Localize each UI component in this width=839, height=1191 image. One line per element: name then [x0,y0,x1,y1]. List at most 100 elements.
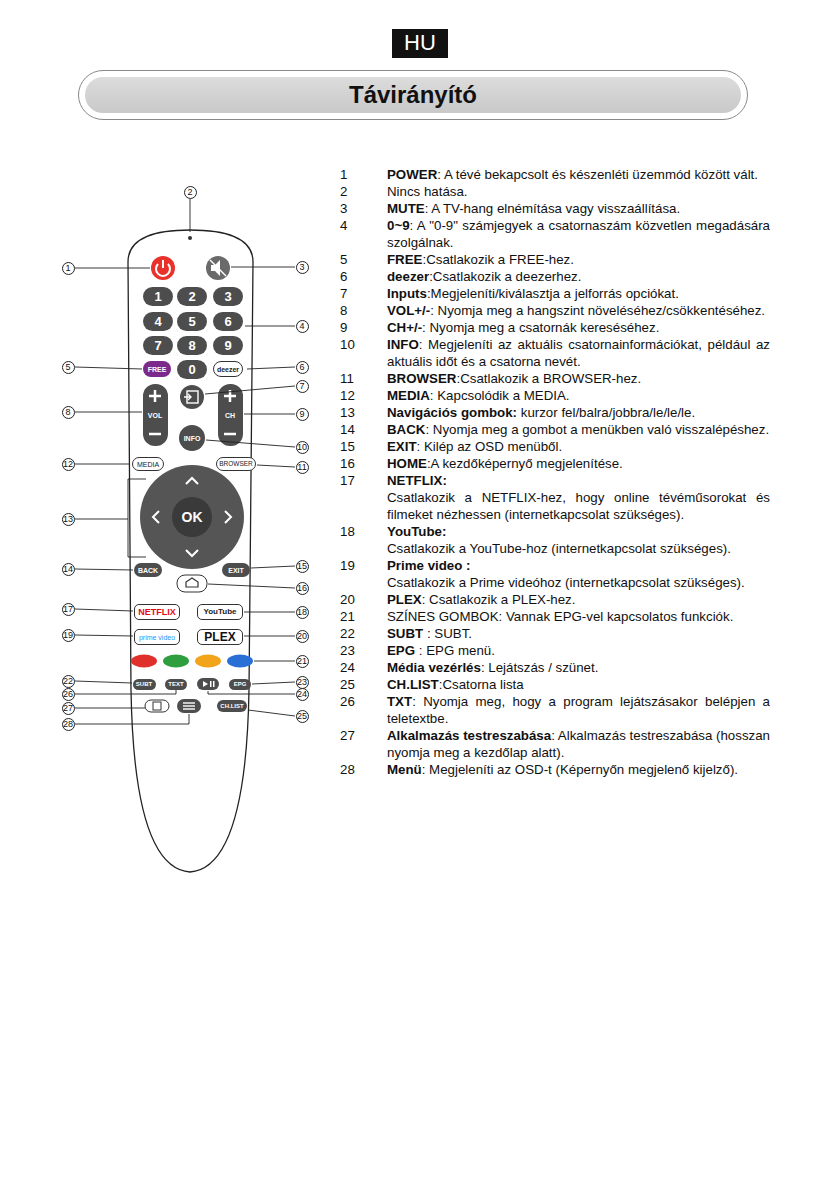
item-text: Alkalmazás testreszabása: Alkalmazás tes… [387,727,770,761]
description: : Megjeleníti az aktuális csatornainform… [387,337,770,369]
description-row: 21SZÍNES GOMBOK: Vannak EPG-vel kapcsola… [340,608,770,625]
description: Csatlakozik a Prime videóhoz (internetka… [387,574,770,591]
callout-number: 1 [62,262,75,275]
item-text: FREE:Csatlakozik a FREE-hez. [387,251,770,268]
digit-button: 0 [177,360,207,379]
description-row: 24Média vezérlés: Lejátszás / szünet. [340,659,770,676]
callout-number: 5 [62,361,75,374]
description-row: 5FREE:Csatlakozik a FREE-hez. [340,251,770,268]
deezer-button: deezer [213,361,243,377]
exit-button: EXIT [222,563,250,577]
item-text: Navigációs gombok: kurzor fel/balra/jobb… [387,404,770,421]
button-text: 3 [224,290,231,303]
description-row: 8VOL+/-: Nyomja meg a hangszint növelésé… [340,302,770,319]
description-row: 11BROWSER:Csatlakozik a BROWSER-hez. [340,370,770,387]
digit-button: 6 [213,312,243,331]
description: Csatlakozik a YouTube-hoz (internetkapcs… [387,540,770,557]
media-button: MEDIA [132,457,164,471]
description-row: 15EXIT: Kilép az OSD menüből. [340,438,770,455]
button-text: 1 [154,290,161,303]
button-text: 2 [188,290,195,303]
channel-list-button: CH.LIST [217,700,247,712]
digit-button: 7 [143,336,173,355]
callout-number: 4 [296,320,309,333]
button-name: BACK [387,422,425,437]
callout-number: 20 [296,630,309,643]
item-number: 19 [340,557,387,591]
description: :Csatlakozik a BROWSER-hez. [456,371,641,386]
button-text: YouTube [203,608,236,616]
title-band-inner: Távirányító [85,77,741,113]
back-button: BACK [134,563,162,577]
free-button: FREE [143,361,171,377]
netflix-button: NETFLIX [134,604,180,620]
item-number: 9 [340,319,387,336]
description: : Nyomja meg a hangszint növeléséhez/csö… [430,303,765,318]
description-row: 3MUTE: A TV-hang elnémítása vagy visszaá… [340,200,770,217]
digit-button: 5 [177,312,207,331]
callout-number: 21 [296,655,309,668]
item-number: 26 [340,693,387,727]
button-text: FREE [148,366,167,373]
item-number: 15 [340,438,387,455]
item-text: 0~9: A "0-9" számjegyek a csatornaszám k… [387,217,770,251]
description-row: 23EPG : EPG menü. [340,642,770,659]
callout-number: 15 [296,560,309,573]
digit-button: 3 [213,287,243,306]
callout-number: 6 [296,361,309,374]
description-row: 13Navigációs gombok: kurzor fel/balra/jo… [340,404,770,421]
button-name: INFO [387,337,419,352]
button-text: OK [182,510,203,524]
button-name: CH.LIST [387,677,439,692]
button-text: 4 [154,315,161,328]
item-number: 6 [340,268,387,285]
button-name: Menü [387,762,422,777]
item-text: POWER: A tévé bekapcsolt és készenléti ü… [387,166,770,183]
button-text: CH.LIST [220,703,243,709]
description: : Kapcsolódik a MEDIA. [430,388,570,403]
item-number: 1 [340,166,387,183]
item-number: 21 [340,608,387,625]
callout-number: 17 [62,603,75,616]
button-name: HOME [387,456,427,471]
item-number: 8 [340,302,387,319]
button-name: VOL+/- [387,303,430,318]
item-text: VOL+/-: Nyomja meg a hangszint növeléséh… [387,302,770,319]
description: : A "0-9" számjegyek a csatornaszám közv… [387,218,770,250]
callout-number: 9 [296,408,309,421]
item-text: Média vezérlés: Lejátszás / szünet. [387,659,770,676]
description: SZÍNES GOMBOK: Vannak EPG-vel kapcsolato… [387,609,733,624]
description: : Lejátszás / szünet. [481,660,599,675]
item-number: 3 [340,200,387,217]
epg-button: EPG [229,679,251,690]
item-text: EXIT: Kilép az OSD menüből. [387,438,770,455]
description: : Nyomja meg a csatornák kereséséhez. [422,320,659,335]
description-row: 26TXT: Nyomja meg, hogy a program lejáts… [340,693,770,727]
button-text: HU [404,32,436,54]
item-text: TXT: Nyomja meg, hogy a program lejátszá… [387,693,770,727]
item-number: 2 [340,183,387,200]
button-name: CH+/- [387,320,422,335]
description-row: 18YouTube:Csatlakozik a YouTube-hoz (int… [340,523,770,557]
item-number: 28 [340,761,387,778]
item-text: INFO: Megjeleníti az aktuális csatornain… [387,336,770,370]
callout-number: 3 [296,261,309,274]
callout-number: 10 [296,441,309,454]
item-number: 7 [340,285,387,302]
callout-number: 26 [62,688,75,701]
button-text: 9 [224,339,231,352]
item-number: 18 [340,523,387,557]
description: : Nyomja meg, hogy a program lejátszásak… [387,694,770,726]
button-text: INFO [184,435,201,442]
callout-number: 11 [296,461,309,474]
ok-button: OK [172,497,212,537]
callout-number: 24 [296,688,309,701]
description-row: 10INFO: Megjeleníti az aktuális csatorna… [340,336,770,370]
button-text: BACK [138,567,158,574]
button-text: SUBT [136,681,152,687]
subt-button: SUBT [133,679,156,690]
description-row: 25CH.LIST:Csatorna lista [340,676,770,693]
description-row: 2Nincs hatása. [340,183,770,200]
item-number: 11 [340,370,387,387]
item-text: Prime video :Csatlakozik a Prime videóho… [387,557,770,591]
